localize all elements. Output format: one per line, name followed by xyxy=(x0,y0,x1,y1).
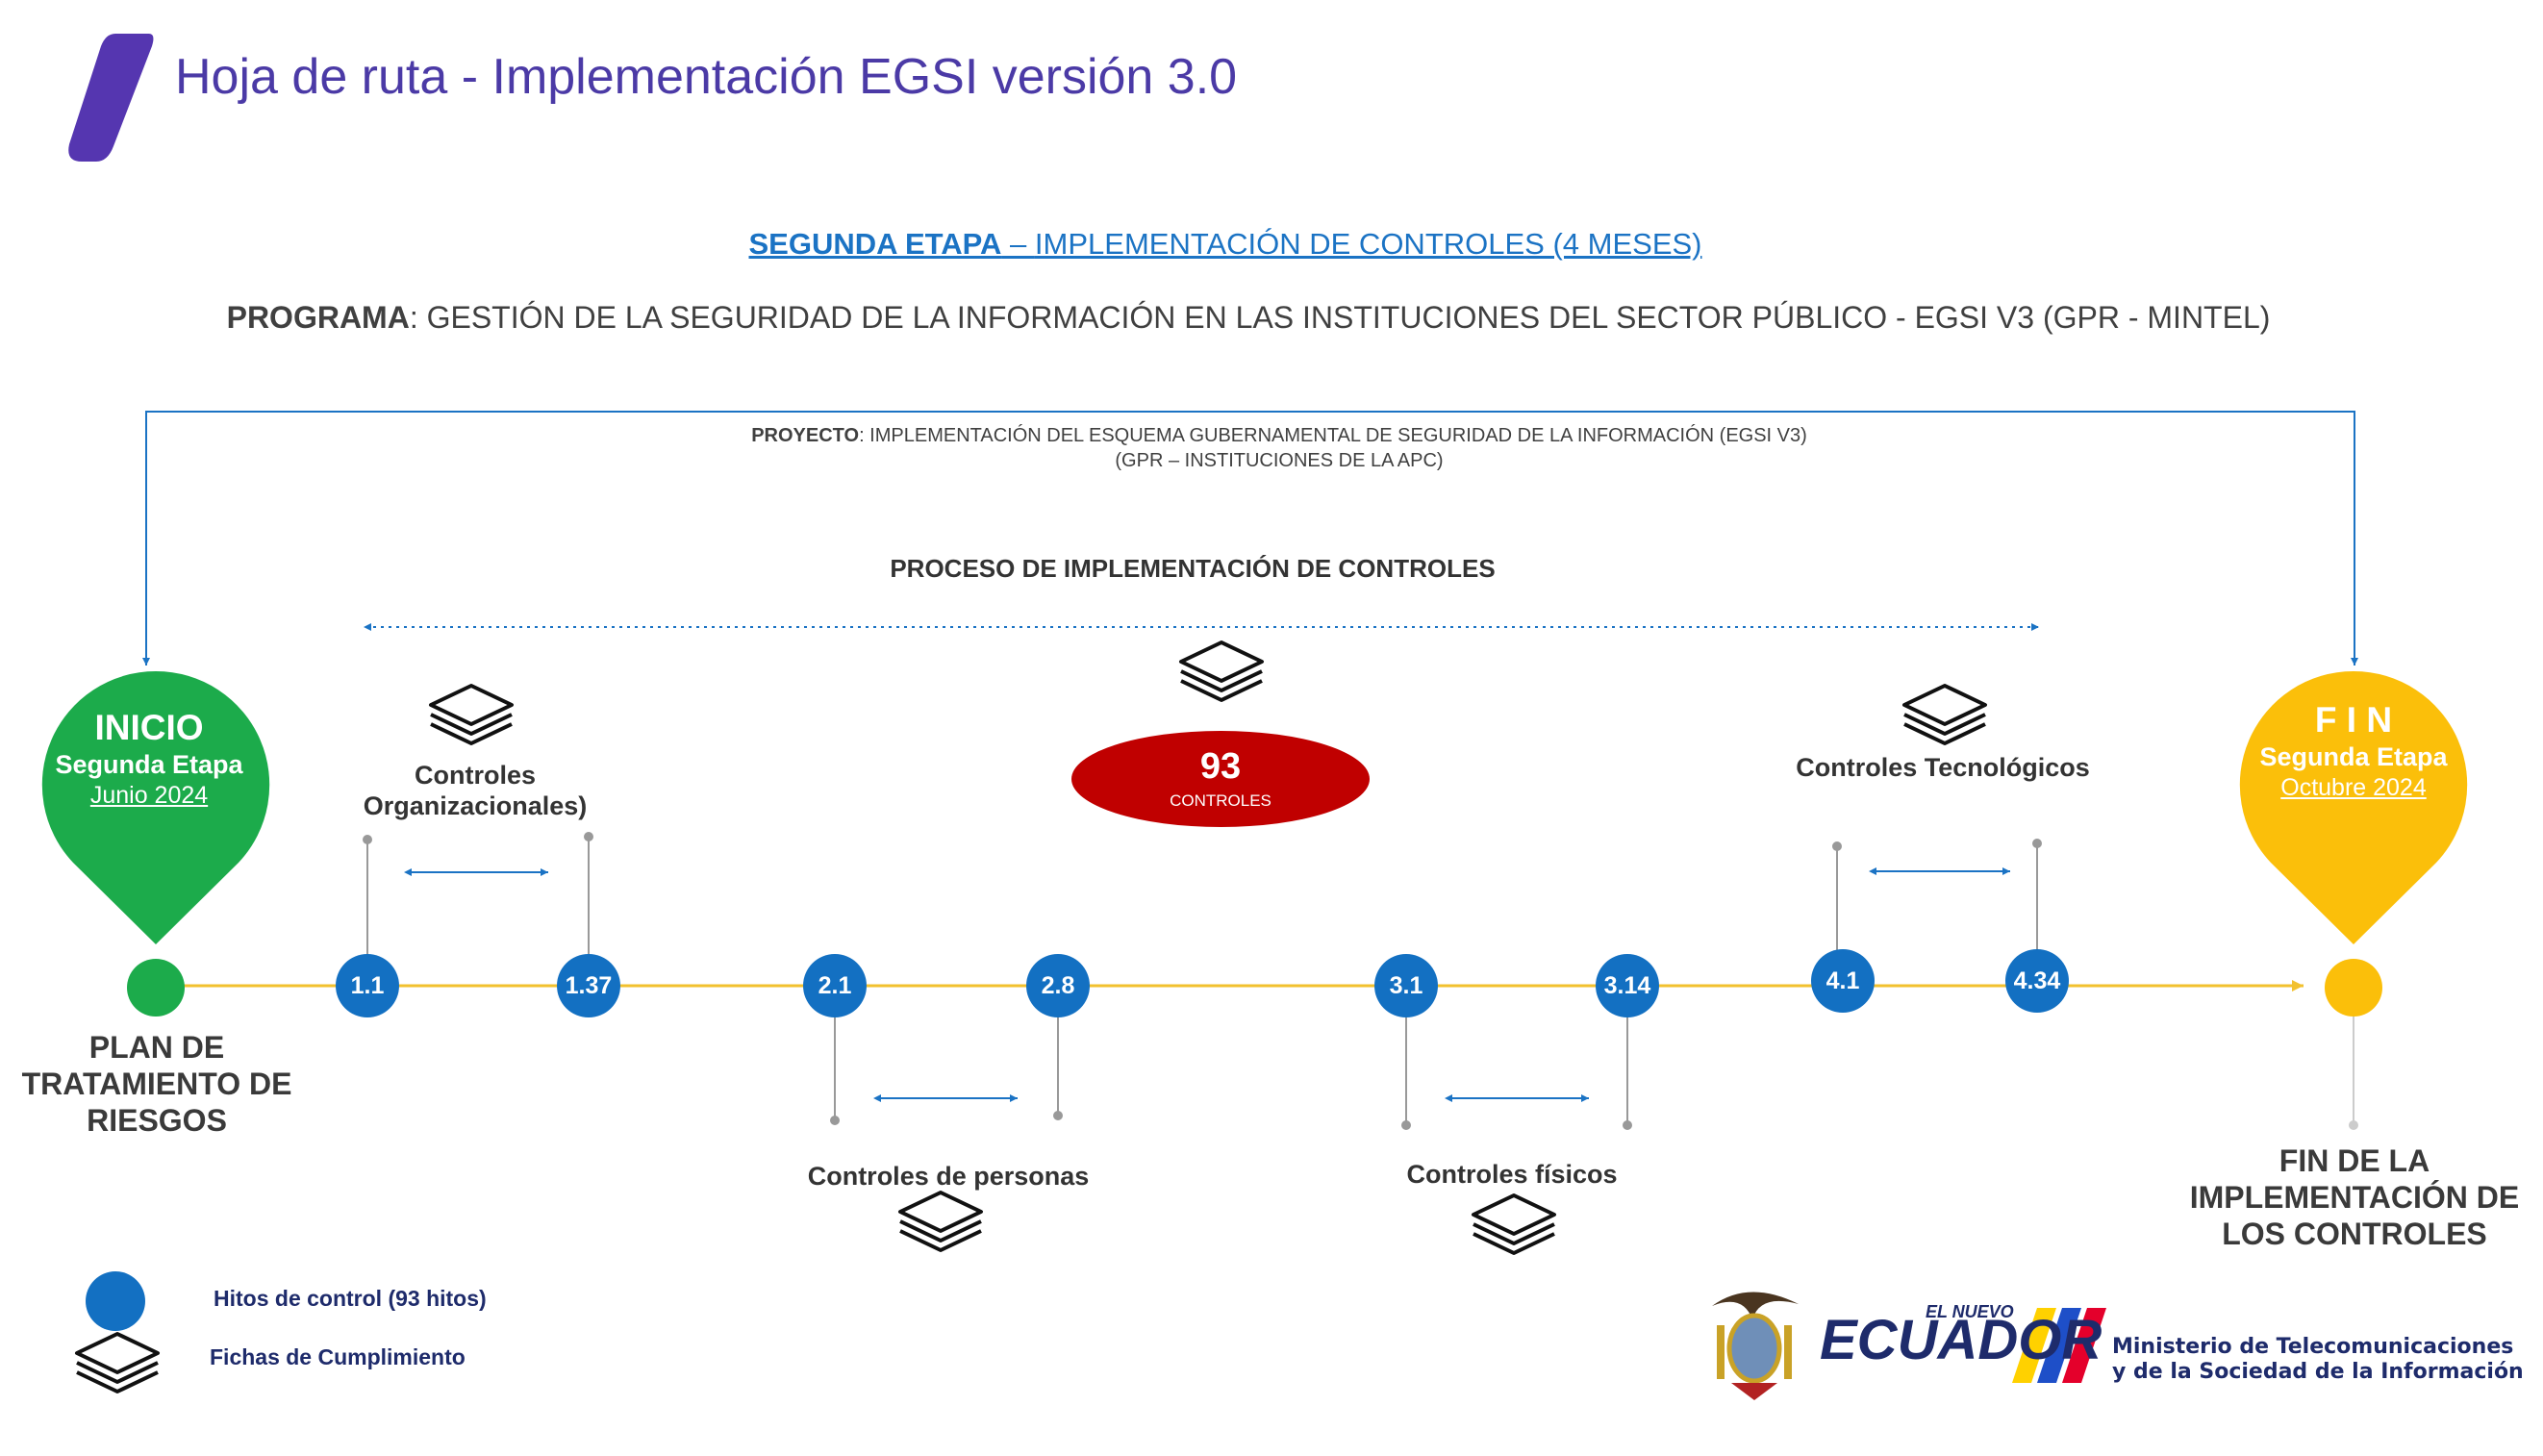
coat-of-arms-icon xyxy=(1712,1292,1799,1400)
group-label-organizacionales: Controles Organizacionales) xyxy=(363,761,588,820)
legend-sheets: Fichas de Cumplimiento xyxy=(210,1344,466,1369)
brand-slash xyxy=(68,34,154,162)
start-pin-text: INICIO Segunda Etapa Junio 2024 xyxy=(55,708,243,809)
group-label-tecnologicos: Controles Tecnológicos xyxy=(1796,753,2090,782)
ministry-name: Ministerio de Telecomunicaciones y de la… xyxy=(2112,1335,2524,1384)
start-dot xyxy=(127,959,185,1017)
end-pin-text: F I N Segunda Etapa Octubre 2024 xyxy=(2259,700,2448,801)
layers-icon-fisicos xyxy=(1472,1193,1556,1255)
milestone-node[interactable]: 1.1 xyxy=(336,954,399,1017)
start-pin xyxy=(41,670,270,944)
milestone-node[interactable]: 3.14 xyxy=(1596,954,1659,1017)
total-controls-badge: 93 CONTROLES xyxy=(1071,731,1370,827)
ecuador-logo-text: ECUADOR xyxy=(1820,1309,2102,1371)
stage-heading: SEGUNDA ETAPA – IMPLEMENTACIÓN DE CONTRO… xyxy=(748,227,1702,261)
layers-icon-tecnologicos xyxy=(1902,684,1987,745)
group-label-fisicos: Controles físicos xyxy=(1406,1160,1618,1189)
layers-icon-organizacionales xyxy=(429,684,514,745)
milestone-node[interactable]: 4.34 xyxy=(2005,949,2069,1013)
end-pin xyxy=(2239,670,2468,944)
milestone-node[interactable]: 1.37 xyxy=(557,954,620,1017)
layers-icon-personas xyxy=(898,1191,983,1252)
start-label: PLAN DE TRATAMIENTO DE RIESGOS xyxy=(21,1030,292,1138)
program-heading: PROGRAMA: GESTIÓN DE LA SEGURIDAD DE LA … xyxy=(226,300,2271,335)
flag-stripes-icon xyxy=(2012,1308,2106,1383)
legend-milestone-dot xyxy=(86,1271,145,1331)
group-label-personas: Controles de personas xyxy=(807,1162,1090,1191)
project-bracket xyxy=(145,411,2358,665)
milestone-node[interactable]: 4.1 xyxy=(1811,949,1875,1013)
milestone-node[interactable]: 3.1 xyxy=(1374,954,1438,1017)
end-dot xyxy=(2325,959,2382,1017)
process-label: PROCESO DE IMPLEMENTACIÓN DE CONTROLES xyxy=(890,554,1496,583)
total-label: CONTROLES xyxy=(1170,791,1272,810)
total-number: 93 xyxy=(1199,746,1242,787)
layers-icon-legend xyxy=(75,1332,160,1393)
project-heading: PROYECTO: IMPLEMENTACIÓN DEL ESQUEMA GUB… xyxy=(751,425,1807,471)
page-title: Hoja de ruta - Implementación EGSI versi… xyxy=(175,49,1238,105)
milestone-node[interactable]: 2.8 xyxy=(1026,954,1090,1017)
layers-icon-total xyxy=(1179,640,1264,702)
milestone-node[interactable]: 2.1 xyxy=(803,954,867,1017)
el-nuevo-text: EL NUEVO xyxy=(1926,1302,2014,1321)
legend-milestones: Hitos de control (93 hitos) xyxy=(214,1286,487,1311)
end-label: FIN DE LA IMPLEMENTACIÓN DE LOS CONTROLE… xyxy=(2189,1143,2520,1251)
